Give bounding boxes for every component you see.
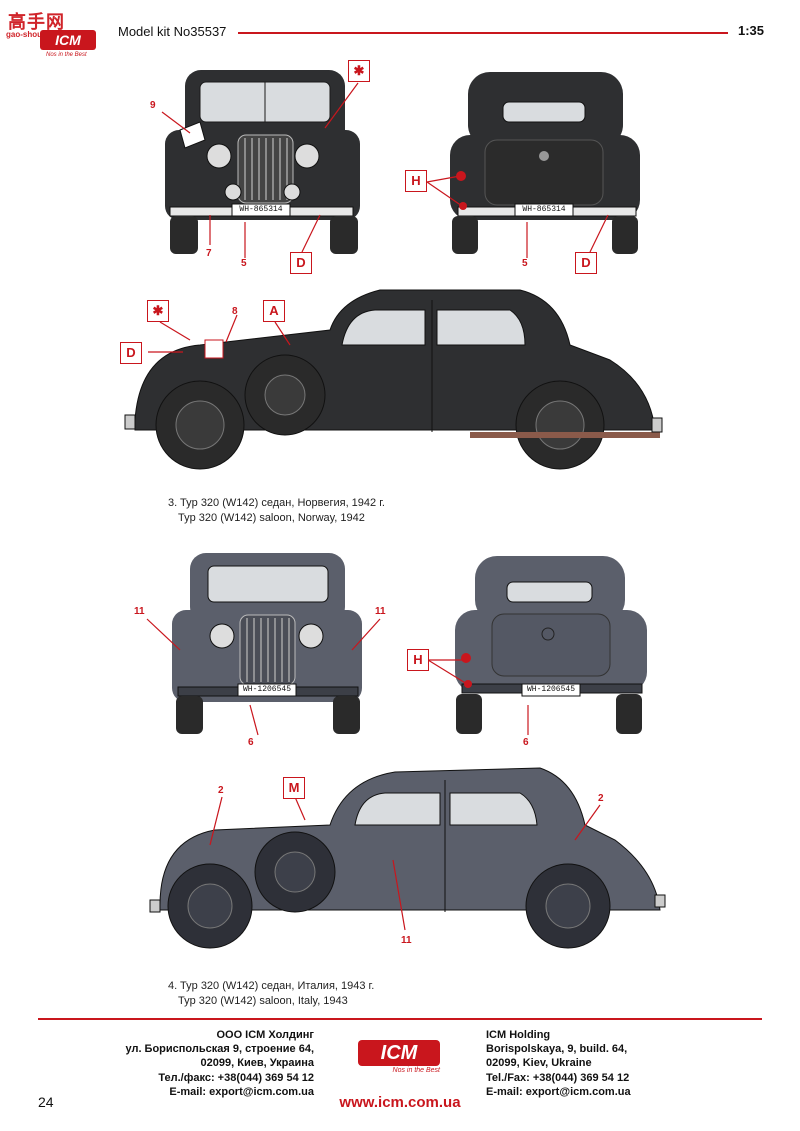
- footer-address-en: ICM Holding Borispolskaya, 9, build. 64,…: [486, 1028, 631, 1099]
- footer-url[interactable]: www.icm.com.ua: [339, 1094, 461, 1111]
- callout-number-11-left: 11: [134, 606, 145, 617]
- v4-front-view: [172, 553, 362, 734]
- callout-number-6-front: 6: [248, 737, 254, 748]
- callout-box-d-front: D: [290, 252, 312, 274]
- v4-front-plate: WH-1206545: [242, 685, 291, 694]
- callout-box-d-side: D: [120, 342, 142, 364]
- callout-number-7: 7: [206, 248, 212, 259]
- v4-rear-plate: WH-1206545: [526, 685, 575, 694]
- v4-side-view: [149, 767, 666, 949]
- v4-caption-ru: 4. Typ 320 (W142) седан, Италия, 1943 г.: [168, 980, 375, 992]
- v3-rear-view: [450, 72, 640, 254]
- v3-side-view: [124, 289, 663, 470]
- callout-number-5-front: 5: [241, 258, 247, 269]
- callout-number-2-front: 2: [218, 785, 224, 796]
- footer-rule: [38, 1018, 762, 1020]
- footer-ru-line: ООО ICM Холдинг: [216, 1029, 314, 1041]
- footer-en-line: 02099, Kiev, Ukraine: [486, 1057, 592, 1070]
- callout-box-h-rear: H: [405, 170, 427, 192]
- callout-number-11-side: 11: [401, 935, 412, 946]
- callout-box-m: M: [283, 777, 305, 799]
- icm-logo-tagline: Nos in the Best: [392, 1067, 440, 1074]
- callout-star-front: ✱: [348, 60, 370, 82]
- v3-front-plate: WH-865314: [239, 205, 283, 214]
- footer-ru-line: E-mail: export@icm.com.ua: [169, 1085, 314, 1098]
- icm-logo-mark: ICM: [358, 1040, 440, 1066]
- callout-box-a: A: [263, 300, 285, 322]
- callout-star-side: ✱: [147, 300, 169, 322]
- header-scale: 1:35: [738, 23, 765, 38]
- footer-en-line: Borispolskaya, 9, build. 64,: [486, 1043, 628, 1056]
- v3-front-view: [165, 70, 360, 254]
- callout-number-5-rear: 5: [522, 258, 528, 269]
- callout-box-h-v4: H: [407, 649, 429, 671]
- v3-caption-en: Typ 320 (W142) saloon, Norway, 1942: [178, 512, 365, 524]
- v4-caption-en: Typ 320 (W142) saloon, Italy, 1943: [178, 995, 348, 1007]
- callout-box-d-rear: D: [575, 252, 597, 274]
- header-rule: [238, 32, 728, 34]
- callout-number-8: 8: [232, 306, 238, 317]
- callout-number-2-rear: 2: [598, 793, 604, 804]
- callout-number-6-rear: 6: [523, 737, 529, 748]
- footer-ru-line: 02099, Киев, Украина: [200, 1057, 314, 1070]
- header-title: Model kit No35537: [118, 24, 227, 39]
- callout-number-11-right: 11: [375, 606, 386, 617]
- footer-ru-line: ул. Бориспольская 9, строение 64,: [125, 1043, 314, 1056]
- leader-lines: [146, 82, 609, 931]
- watermark-site-cn: 高手网: [8, 12, 65, 32]
- footer-ru-line: Тел./факс: +38(044) 369 54 12: [158, 1071, 314, 1084]
- watermark-icm-logo: ICM: [40, 30, 96, 50]
- footer-en-line: Tel./Fax: +38(044) 369 54 12: [486, 1071, 630, 1084]
- footer-address-ru: ООО ICM Холдинг ул. Бориспольская 9, стр…: [125, 1028, 314, 1099]
- v4-rear-view: [455, 556, 647, 734]
- page-number: 24: [38, 1094, 54, 1110]
- v3-caption-ru: 3. Typ 320 (W142) седан, Норвегия, 1942 …: [168, 497, 385, 509]
- callout-number-9: 9: [150, 100, 156, 111]
- v3-rear-plate: WH-865314: [522, 205, 566, 214]
- watermark-site-url: gao-shou.com: [6, 30, 61, 39]
- icm-logo: ICM Nos in the Best: [358, 1040, 440, 1074]
- watermark-tagline: Nos in the Best: [46, 52, 87, 58]
- footer-en-line: E-mail: export@icm.com.ua: [486, 1085, 631, 1098]
- footer-en-line: ICM Holding: [486, 1029, 551, 1041]
